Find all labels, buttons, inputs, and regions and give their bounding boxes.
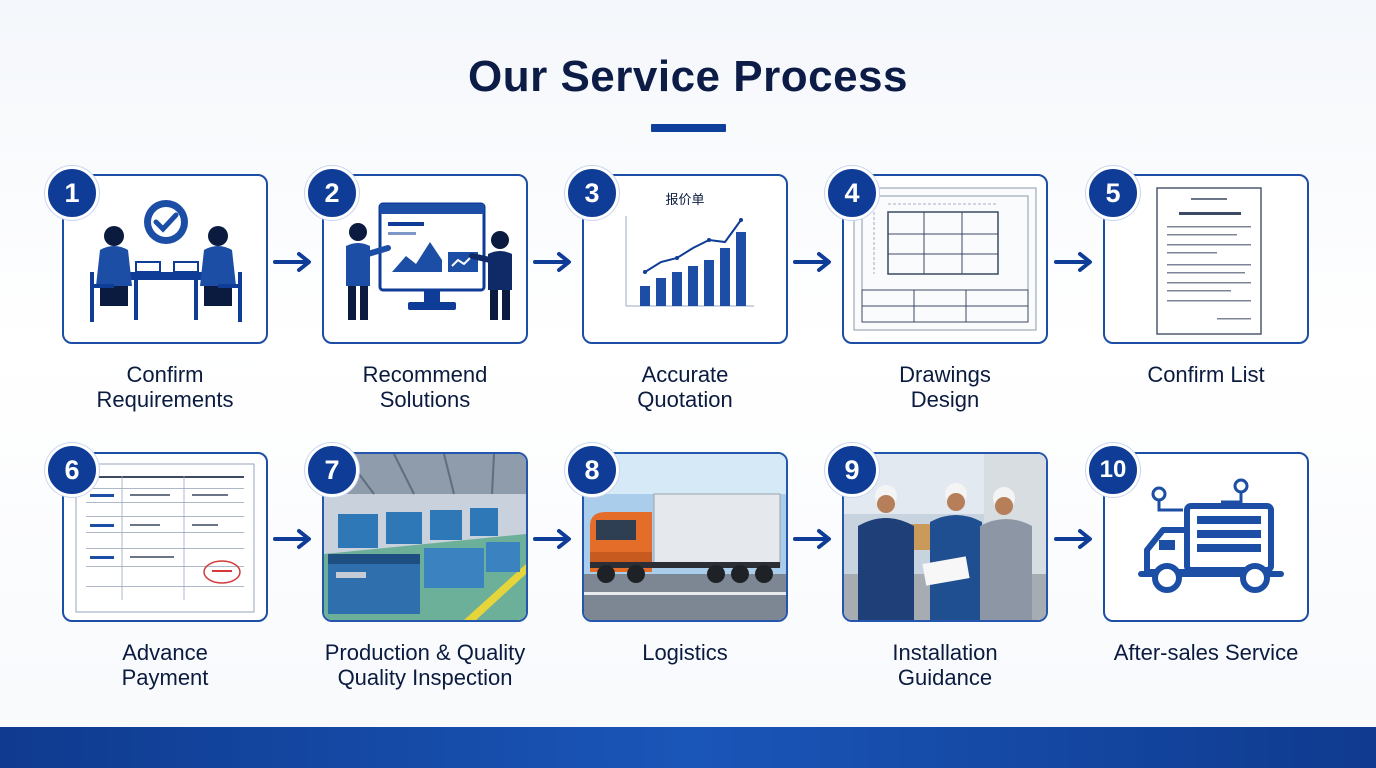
step-1-label: Confirm Requirements — [45, 362, 285, 412]
step-7-label-line-2: Quality Inspection — [337, 665, 513, 690]
arrow-right-icon — [533, 252, 571, 272]
step-10-label-line-1: After-sales Service — [1113, 640, 1299, 665]
arrow-right-icon — [273, 252, 311, 272]
step-7-label-line-1: Production & Quality — [324, 640, 526, 665]
step-1-label-line-1: Confirm — [126, 362, 204, 387]
step-6-label: Advance Payment — [45, 640, 285, 690]
step-6-badge: 6 — [45, 443, 99, 497]
step-2-badge: 2 — [305, 166, 359, 220]
step-9-label: Installation Guidance — [825, 640, 1065, 690]
arrow-right-icon — [793, 529, 831, 549]
step-6-label-line-2: Payment — [121, 665, 209, 690]
step-9-badge: 9 — [825, 443, 879, 497]
step-9-label-line-2: Guidance — [897, 665, 993, 690]
presentation-icon — [346, 202, 512, 320]
step-2-label-line-1: Recommend — [362, 362, 488, 387]
step-9-label-line-1: Installation — [892, 640, 998, 665]
quotation-chart-title: 报价单 — [665, 193, 704, 208]
step-1-label-line-2: Requirements — [96, 387, 234, 412]
footer-bar — [0, 727, 1376, 768]
quotation-chart-icon: 报价单 — [625, 193, 754, 307]
meeting-icon — [90, 200, 242, 322]
step-1-card — [62, 174, 268, 344]
step-8-card — [582, 452, 788, 622]
step-3-badge: 3 — [565, 166, 619, 220]
step-7-label: Production & Quality Quality Inspection — [305, 640, 545, 690]
step-5-label: Confirm List — [1086, 362, 1326, 387]
step-4-label-line-2: Design — [910, 387, 980, 412]
step-1-badge: 1 — [45, 166, 99, 220]
step-3-label: Accurate Quotation — [565, 362, 805, 412]
step-8-badge: 8 — [565, 443, 619, 497]
step-2-label-line-2: Solutions — [379, 387, 471, 412]
engineers-icon — [844, 454, 1046, 620]
factory-icon — [324, 454, 526, 620]
arrow-right-icon — [793, 252, 831, 272]
document-icon — [1156, 187, 1262, 335]
step-4-card — [842, 174, 1048, 344]
invoice-icon — [75, 463, 255, 613]
blueprint-icon — [853, 187, 1037, 331]
arrow-right-icon — [273, 529, 311, 549]
title-underline — [651, 124, 726, 132]
service-truck-icon — [1138, 478, 1284, 593]
step-4-label: Drawings Design — [825, 362, 1065, 412]
arrow-right-icon — [533, 529, 571, 549]
step-4-badge: 4 — [825, 166, 879, 220]
step-7-badge: 7 — [305, 443, 359, 497]
step-8-label: Logistics — [565, 640, 805, 665]
step-10-badge: 10 — [1086, 443, 1140, 497]
step-7-card — [322, 452, 528, 622]
step-3-label-line-1: Accurate — [641, 362, 729, 387]
step-6-label-line-1: Advance — [122, 640, 208, 665]
step-5-badge: 5 — [1086, 166, 1140, 220]
arrow-right-icon — [1054, 252, 1092, 272]
step-8-label-line-1: Logistics — [642, 640, 728, 665]
step-10-label: After-sales Service — [1086, 640, 1326, 665]
step-2-label: Recommend Solutions — [305, 362, 545, 412]
step-4-label-line-1: Drawings — [899, 362, 991, 387]
step-3-label-line-2: Quotation — [637, 387, 733, 412]
page-title: Our Service Process — [468, 52, 908, 101]
step-5-label-line-1: Confirm List — [1147, 362, 1265, 387]
arrow-right-icon — [1054, 529, 1092, 549]
